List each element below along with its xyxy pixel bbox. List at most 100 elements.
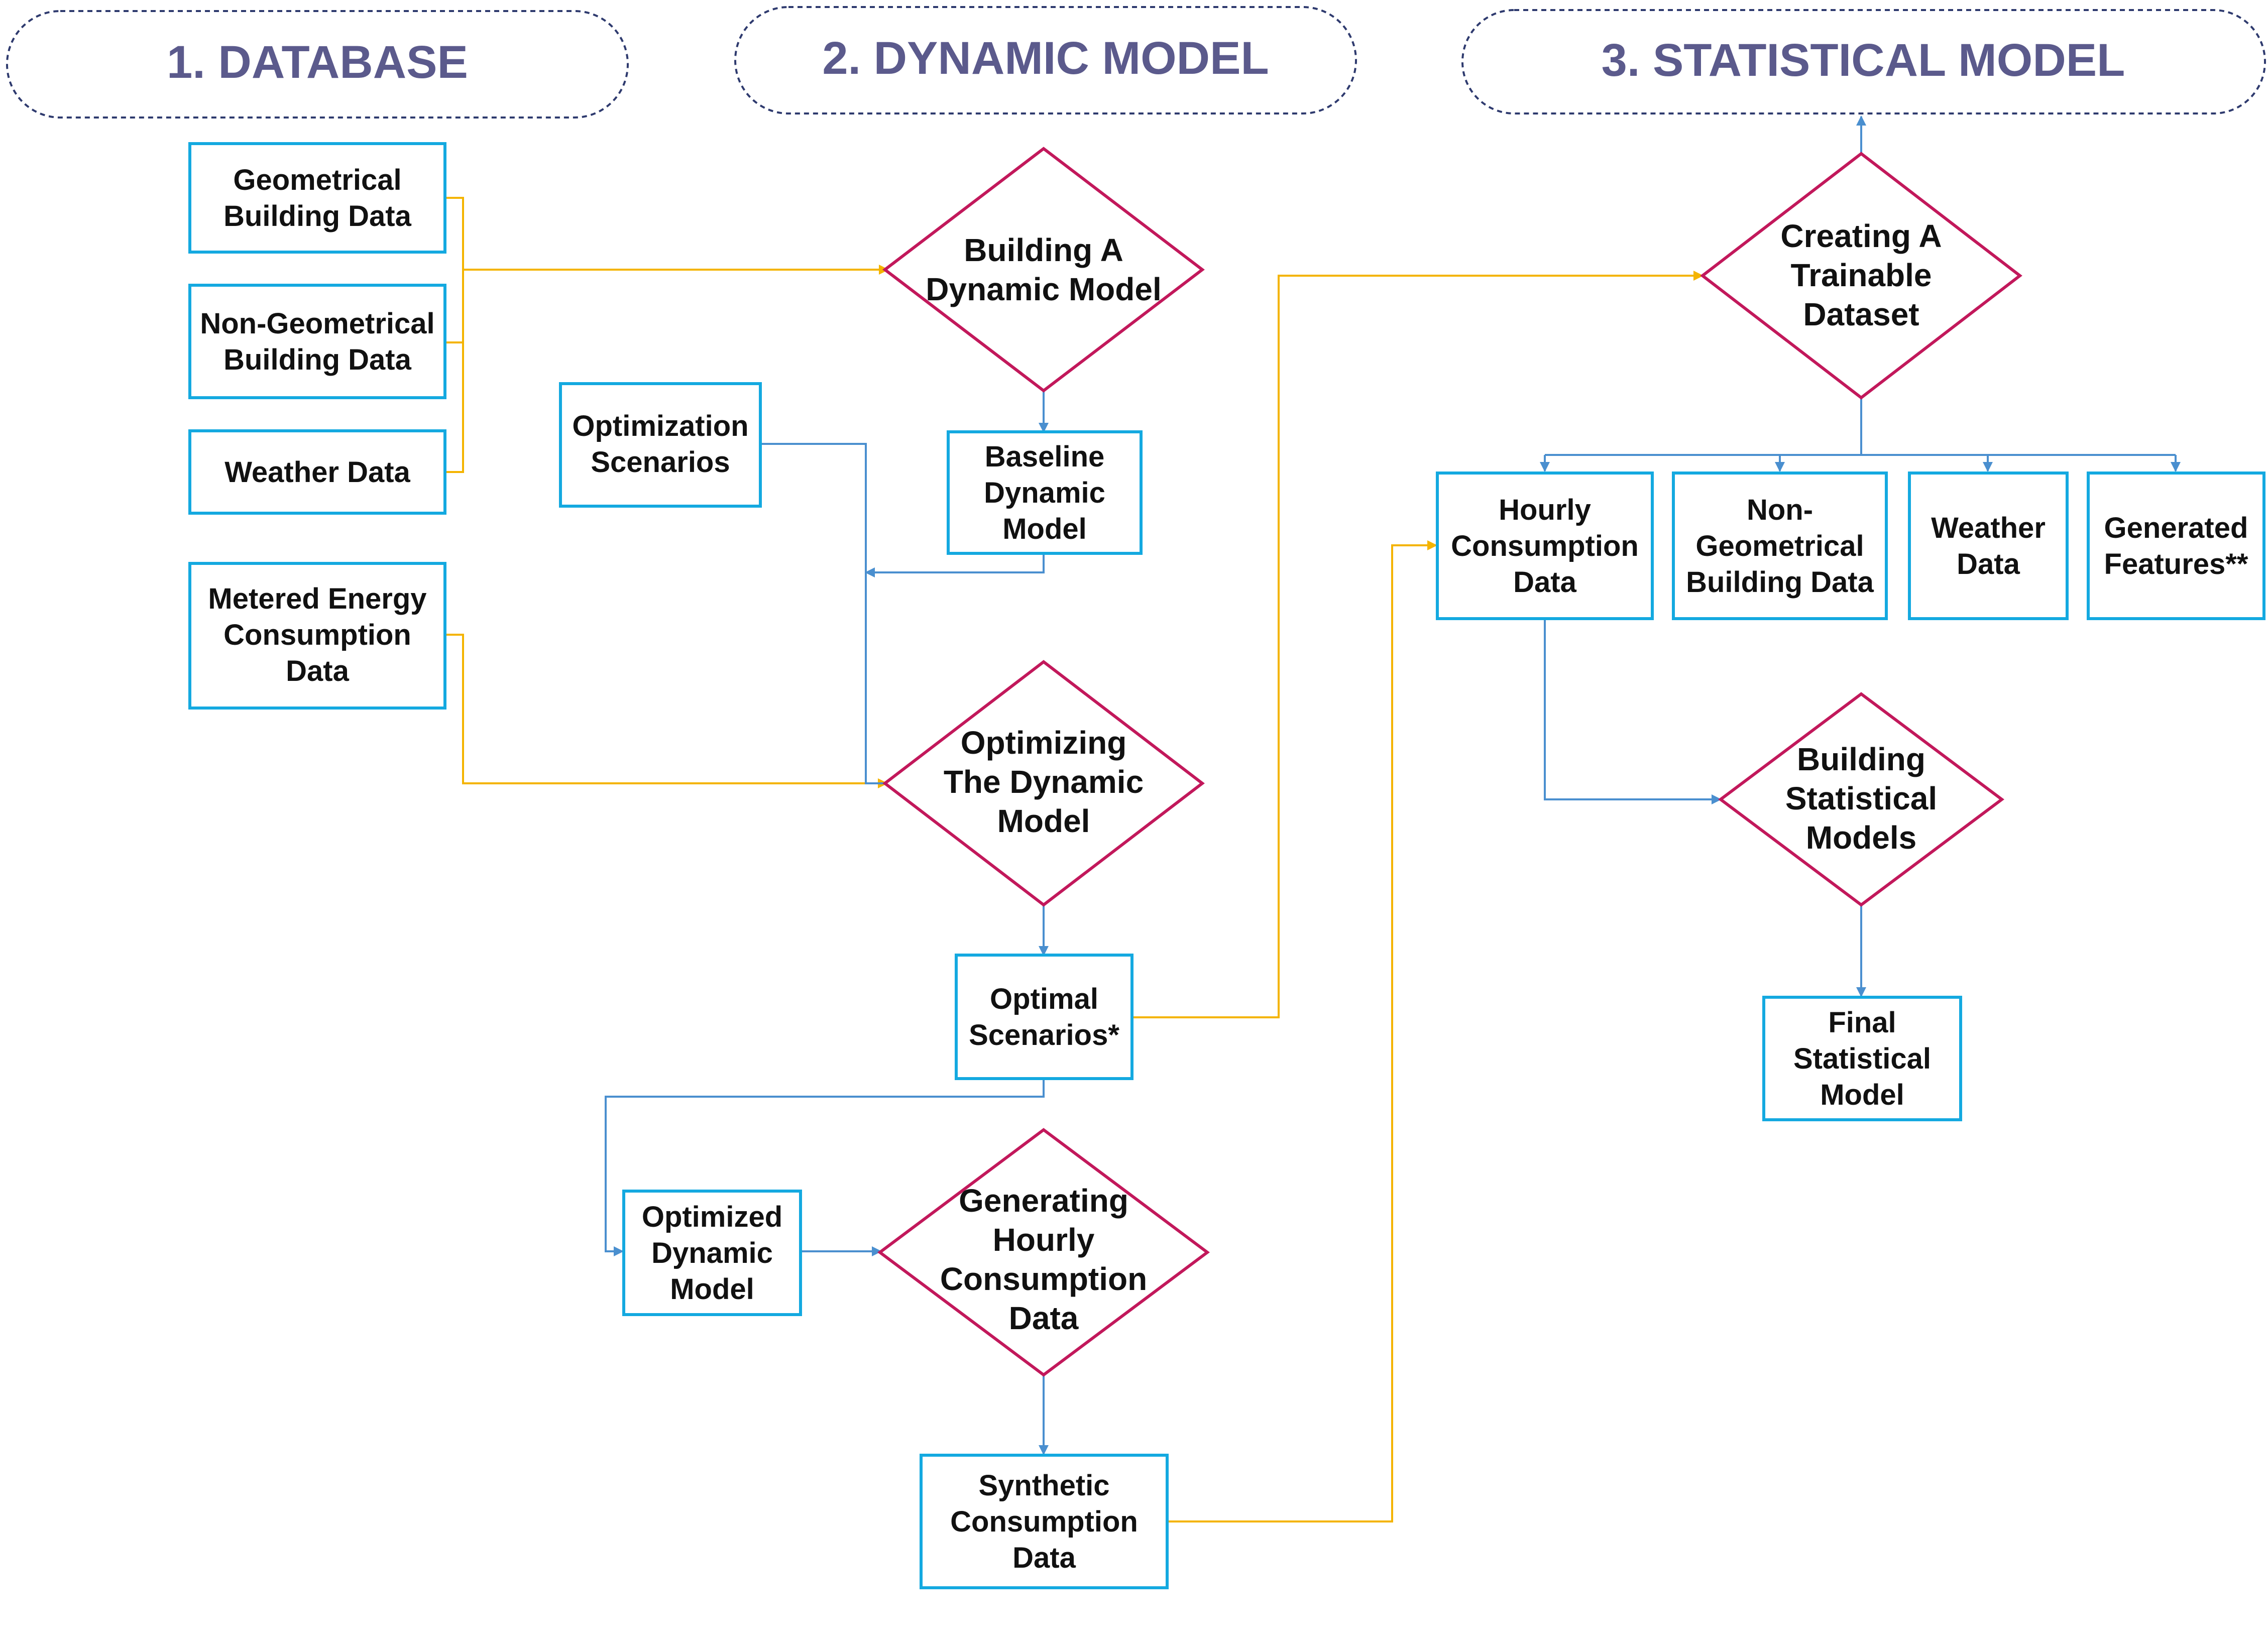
diamond-building-statistical-models-label-line: Building	[1797, 741, 1925, 777]
box-weather-data-2-label-line: Weather	[1931, 512, 2046, 544]
svg-text:Weather Data: Weather Data	[224, 456, 410, 489]
connector-optimal-to-optimized	[605, 1079, 1045, 1256]
box-non-geometrical-building-data-2-label-line: Geometrical	[1695, 530, 1864, 562]
box-non-geometrical-building-data-label-line: Non-Geometrical	[200, 307, 434, 340]
box-generated-features-label-line: Generated	[2104, 512, 2248, 544]
box-metered-energy-consumption-data-label-line: Data	[286, 655, 349, 687]
diamond-optimizing-the-dynamic-model-label-line: The Dynamic	[944, 764, 1144, 800]
box-optimization-scenarios-label-line: Optimization	[572, 410, 748, 442]
diamond-building-statistical-models-label-line: Models	[1806, 819, 1916, 856]
header-database-label: 1. DATABASE	[167, 37, 468, 88]
box-optimal-scenarios-label-line: Optimal	[990, 983, 1098, 1015]
diamond-building-a-dynamic-model-label-line: Dynamic Model	[926, 271, 1161, 307]
box-generated-features-label-line: Features**	[2104, 548, 2248, 580]
connector-creating-trunk	[1545, 398, 2176, 456]
header-database: 1. DATABASE	[6, 10, 629, 119]
diamond-generating-hourly-consumption-data-label-line: Hourly	[993, 1222, 1095, 1258]
box-optimization-scenarios-label-line: Scenarios	[591, 446, 730, 479]
box-final-statistical-model-label-line: Final	[1828, 1006, 1896, 1039]
diamond-building-statistical-models-label-line: Statistical	[1785, 780, 1937, 816]
diamond-creating-a-trainable-dataset-label-line: Trainable	[1791, 257, 1932, 293]
box-optimal-scenarios-label-line: Scenarios*	[969, 1019, 1119, 1051]
box-synthetic-consumption-data-label-line: Data	[1012, 1542, 1076, 1574]
box-hourly-consumption-data-label-line: Consumption	[1451, 530, 1639, 562]
diamond-generating-hourly-consumption-data-label-line: Consumption	[940, 1261, 1147, 1297]
box-final-statistical-model-label-line: Model	[1820, 1079, 1904, 1111]
diamond-creating-a-trainable-dataset-label-line: Dataset	[1803, 296, 1919, 332]
box-non-geometrical-building-data-label-line: Building Data	[223, 343, 412, 376]
diamond-building-a-dynamic-model-label-line: Building A	[964, 232, 1123, 268]
box-baseline-dynamic-model-label-line: Baseline	[985, 440, 1105, 473]
box-hourly-consumption-data-label-line: Hourly	[1499, 494, 1591, 526]
diamond-optimizing-the-dynamic-model-label-line: Optimizing	[961, 725, 1127, 761]
diamond-optimizing-the-dynamic-model-label-line: Model	[997, 803, 1090, 839]
box-optimized-dynamic-model-label-line: Dynamic	[651, 1237, 773, 1269]
connectors	[445, 115, 2181, 1522]
box-geometrical-building-data-label-line: Building Data	[223, 200, 412, 232]
box-optimized-dynamic-model-label-line: Optimized	[642, 1201, 782, 1233]
box-final-statistical-model-label-line: Statistical	[1793, 1042, 1931, 1075]
header-statistical-model-label: 3. STATISTICAL MODEL	[1602, 35, 2125, 86]
box-non-geometrical-building-data-2-label-line: Non-	[1747, 494, 1813, 526]
diamond-generating-hourly-consumption-data-label-line: Data	[1009, 1300, 1079, 1336]
header-dynamic-model-label: 2. DYNAMIC MODEL	[822, 33, 1269, 84]
box-baseline-dynamic-model-label-line: Model	[1002, 513, 1087, 545]
box-geometrical-building-data-label-line: Geometrical	[233, 164, 401, 196]
box-weather-data: Weather Data	[188, 429, 446, 515]
box-baseline-dynamic-model-label-line: Dynamic	[984, 477, 1105, 509]
connector-synthetic-to-hourly	[1167, 540, 1437, 1522]
box-metered-energy-consumption-data-label-line: Metered Energy	[208, 582, 426, 615]
box-weather-data-2-label-line: Data	[1957, 548, 2020, 580]
diamond-generating-hourly-consumption-data-label-line: Generating	[959, 1183, 1128, 1219]
header-dynamic-model: 2. DYNAMIC MODEL	[734, 6, 1357, 114]
box-synthetic-consumption-data-label-line: Synthetic	[978, 1469, 1109, 1502]
connector-database-to-building-dynamic	[445, 197, 888, 473]
connector-hourly-to-building-statistical	[1544, 619, 1722, 804]
connector-optimal-to-creating	[1132, 271, 1704, 1018]
box-metered-energy-consumption-data-label-line: Consumption	[223, 619, 411, 651]
box-weather-data-label-line: Weather Data	[224, 456, 410, 489]
connector-metered-to-optimizing	[445, 634, 888, 788]
box-synthetic-consumption-data-label-line: Consumption	[950, 1505, 1138, 1538]
box-optimized-dynamic-model-label-line: Model	[670, 1273, 754, 1306]
box-hourly-consumption-data-label-line: Data	[1513, 566, 1576, 599]
box-non-geometrical-building-data-2-label-line: Building Data	[1686, 566, 1874, 599]
diamond-creating-a-trainable-dataset-label-line: Creating A	[1780, 218, 1942, 254]
connector-scenarios-baseline-to-optimizing	[760, 443, 1045, 784]
